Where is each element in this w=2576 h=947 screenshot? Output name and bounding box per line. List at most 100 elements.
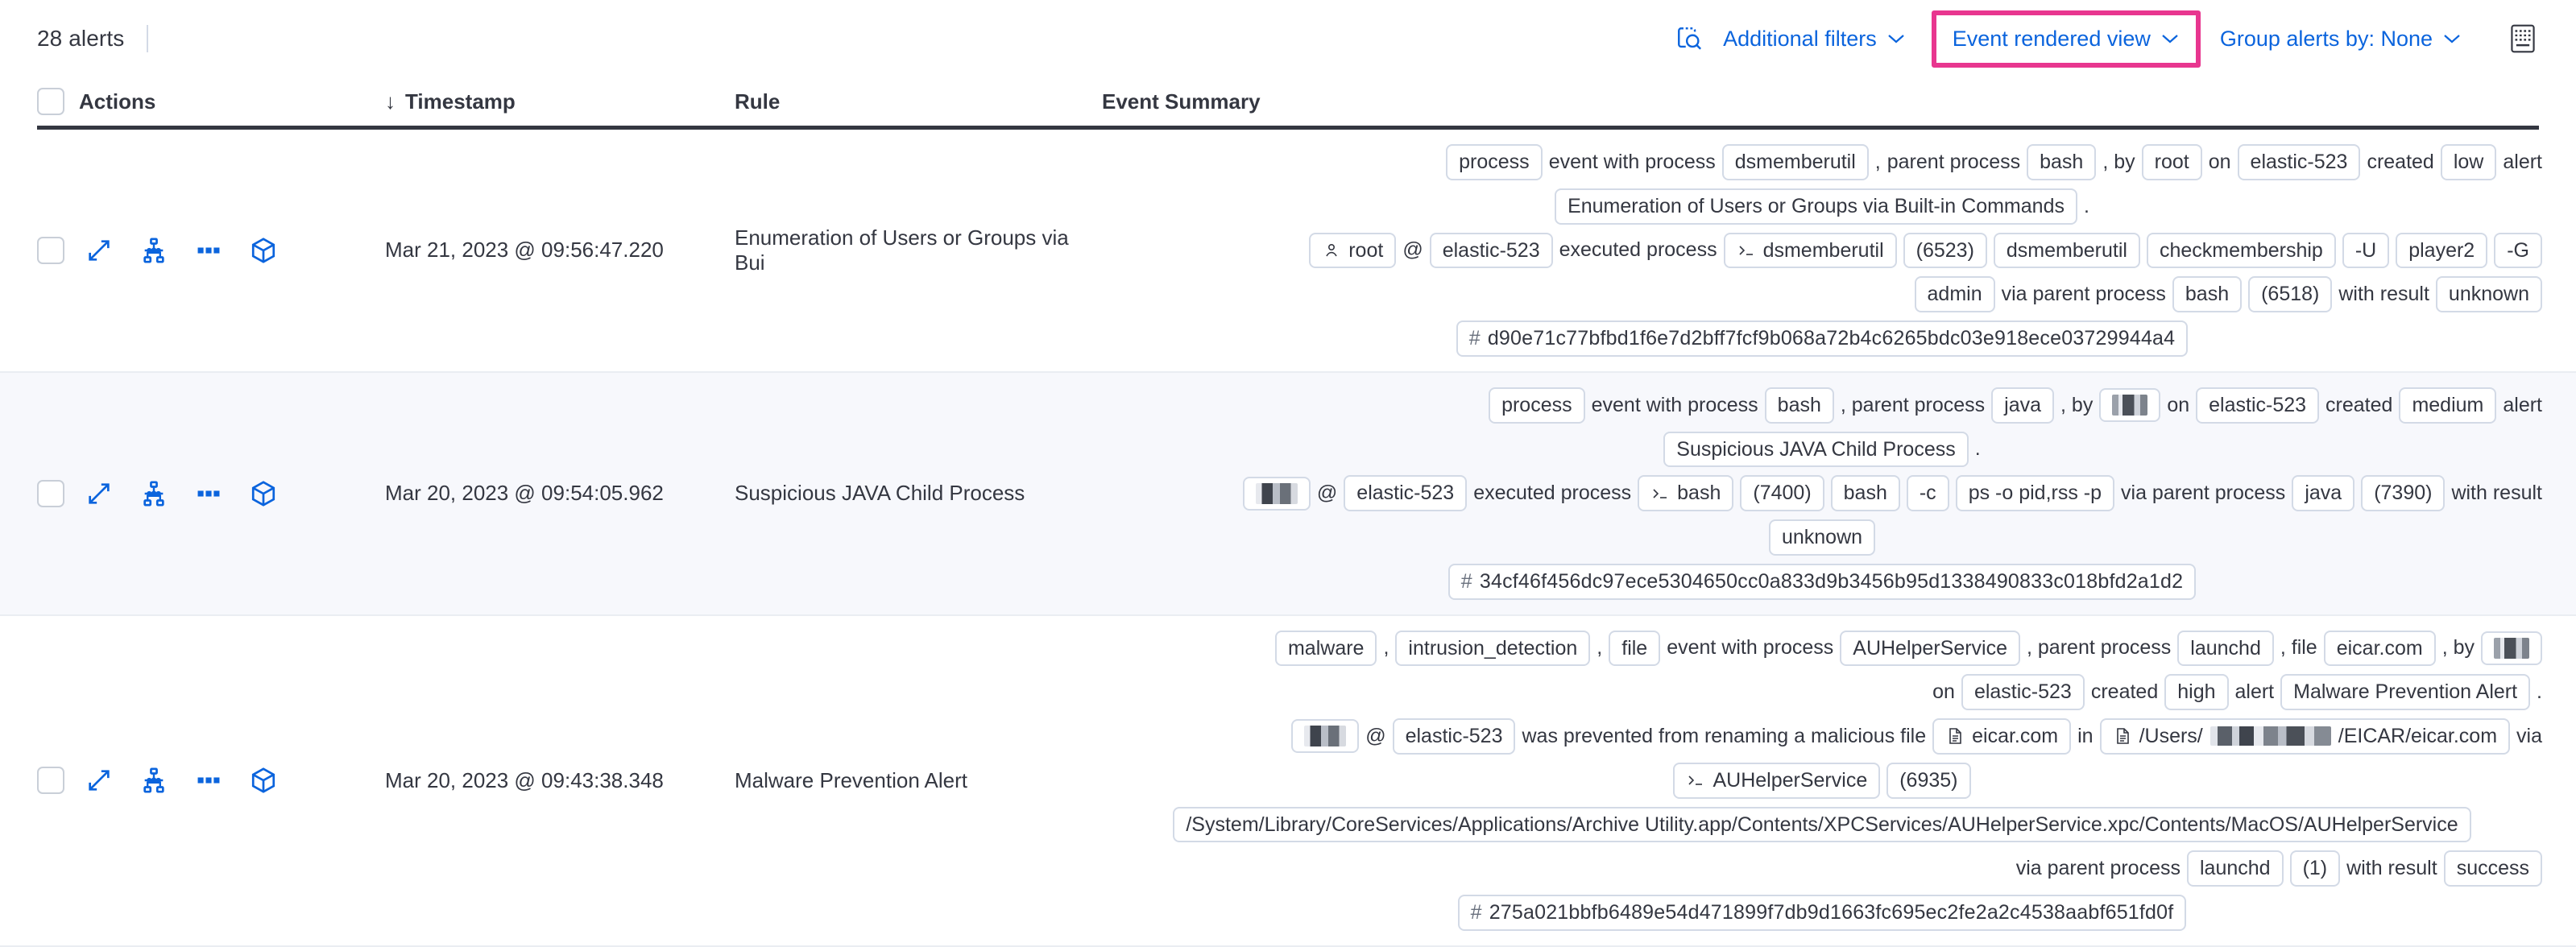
summary-value-chip[interactable]: -c: [1906, 475, 1949, 511]
summary-value-chip[interactable]: AUHelperService: [1840, 630, 2021, 667]
summary-value-chip[interactable]: (6518): [2248, 276, 2333, 312]
summary-value-chip[interactable]: low: [2440, 144, 2497, 180]
summary-value-chip[interactable]: (7400): [1740, 475, 1824, 511]
summary-value-chip[interactable]: AUHelperService: [1673, 762, 1881, 799]
expand-icon[interactable]: [85, 480, 113, 507]
column-header-timestamp[interactable]: ↓ Timestamp: [385, 89, 735, 114]
summary-value-chip[interactable]: eicar.com: [1932, 718, 2072, 755]
chip-label: elastic-523: [1405, 725, 1503, 747]
summary-value-chip[interactable]: ps -o pid,rss -p: [1955, 475, 2115, 511]
summary-value-chip[interactable]: bash: [2172, 276, 2243, 312]
summary-value-chip[interactable]: malware: [1274, 630, 1377, 667]
summary-value-chip[interactable]: bash: [1764, 387, 1834, 424]
column-header-rule[interactable]: Rule: [735, 89, 1102, 114]
session-view-icon[interactable]: [250, 237, 277, 264]
summary-value-chip[interactable]: checkmembership: [2146, 232, 2336, 269]
summary-value-chip[interactable]: unknown: [1768, 519, 1876, 556]
summary-value-chip[interactable]: java: [1991, 387, 2055, 424]
chip-label: java: [2305, 482, 2342, 505]
more-actions-icon[interactable]: [195, 767, 222, 794]
chip-label: elastic-523: [2250, 151, 2348, 173]
summary-value-chip[interactable]: -G: [2494, 232, 2542, 269]
summary-value-chip[interactable]: process: [1446, 144, 1543, 180]
row-rule-name[interactable]: Suspicious JAVA Child Process: [735, 481, 1025, 506]
summary-value-chip[interactable]: file: [1609, 630, 1661, 667]
summary-value-chip[interactable]: (1): [2289, 850, 2341, 887]
summary-value-chip[interactable]: launchd: [2187, 850, 2284, 887]
chip-label: (1): [2302, 857, 2328, 880]
summary-value-chip[interactable]: Enumeration of Users or Groups via Built…: [1555, 188, 2077, 225]
summary-value-chip[interactable]: dsmemberutil: [1993, 232, 2140, 269]
more-actions-icon[interactable]: [195, 237, 222, 264]
summary-redacted-chip[interactable]: [1291, 719, 1360, 754]
summary-value-chip[interactable]: Suspicious JAVA Child Process: [1663, 431, 1969, 468]
summary-text: , by: [2102, 150, 2135, 173]
summary-value-chip[interactable]: success: [2443, 850, 2542, 887]
chip-label: (6518): [2261, 283, 2320, 306]
row-select-checkbox[interactable]: [37, 236, 64, 264]
group-alerts-by-button[interactable]: Group alerts by: None: [2209, 19, 2473, 60]
summary-value-chip[interactable]: unknown: [2435, 276, 2542, 312]
summary-value-chip[interactable]: elastic-523: [1344, 475, 1468, 511]
summary-redacted-chip[interactable]: [1242, 476, 1311, 511]
event-rendered-view-highlight: Event rendered view: [1931, 10, 2201, 68]
session-view-icon[interactable]: [250, 767, 277, 794]
summary-value-chip[interactable]: process: [1489, 387, 1585, 424]
summary-value-chip[interactable]: intrusion_detection: [1395, 630, 1591, 667]
summary-text: event with process: [1667, 636, 1834, 660]
analyzer-icon[interactable]: [140, 480, 168, 507]
event-summary-line: unknown: [1102, 519, 2542, 556]
keyboard-icon[interactable]: [2500, 16, 2545, 61]
summary-value-chip[interactable]: root: [1309, 232, 1397, 269]
analyzer-icon[interactable]: [140, 237, 168, 264]
expand-icon[interactable]: [85, 237, 113, 264]
summary-hash-chip[interactable]: #275a021bbfb6489e54d471899f7db9d1663fc69…: [1457, 895, 2187, 931]
summary-hash-chip[interactable]: #34cf46f456dc97ece5304650cc0a833d9b3456b…: [1447, 563, 2197, 600]
row-select-checkbox[interactable]: [37, 767, 64, 795]
summary-value-chip[interactable]: elastic-523: [2237, 144, 2361, 180]
additional-filters-button[interactable]: Additional filters: [1712, 19, 1917, 60]
summary-value-chip[interactable]: medium: [2399, 387, 2497, 424]
row-select-checkbox[interactable]: [37, 479, 64, 507]
summary-value-chip[interactable]: (7390): [2361, 475, 2446, 511]
row-rule-name[interactable]: Enumeration of Users or Groups via Bui: [735, 225, 1069, 275]
summary-value-chip[interactable]: /System/Library/CoreServices/Application…: [1173, 806, 2471, 843]
expand-icon[interactable]: [85, 767, 113, 794]
summary-hash-chip[interactable]: #d90e71c77bfbd1f6e7d2bff7fcf9b068a72b4c6…: [1456, 320, 2189, 357]
summary-value-chip[interactable]: admin: [1914, 276, 1995, 312]
row-rule-name[interactable]: Malware Prevention Alert: [735, 767, 968, 792]
analyzer-icon[interactable]: [140, 767, 168, 794]
summary-value-chip[interactable]: bash: [1830, 475, 1900, 511]
event-summary-line: AUHelperService(6935): [1102, 762, 2542, 799]
summary-value-chip[interactable]: high: [2164, 674, 2229, 710]
summary-value-chip[interactable]: elastic-523: [1429, 232, 1553, 269]
session-view-icon[interactable]: [250, 480, 277, 507]
summary-value-chip[interactable]: java: [2292, 475, 2355, 511]
summary-value-chip[interactable]: dsmemberutil: [1723, 232, 1897, 269]
summary-redacted-chip[interactable]: [2099, 388, 2161, 423]
select-all-checkbox[interactable]: [37, 88, 64, 115]
summary-value-chip[interactable]: bash: [1638, 475, 1734, 511]
summary-value-chip[interactable]: dsmemberutil: [1721, 144, 1869, 180]
summary-value-chip[interactable]: eicar.com: [2323, 630, 2436, 667]
summary-value-chip[interactable]: elastic-523: [2196, 387, 2320, 424]
summary-value-chip[interactable]: bash: [2027, 144, 2097, 180]
summary-value-chip[interactable]: Malware Prevention Alert: [2280, 674, 2531, 710]
event-rendered-view-button[interactable]: Event rendered view: [1949, 27, 2183, 52]
summary-value-chip[interactable]: elastic-523: [1392, 718, 1516, 755]
summary-value-chip[interactable]: root: [2141, 144, 2202, 180]
more-actions-icon[interactable]: [195, 480, 222, 507]
summary-value-chip[interactable]: (6523): [1903, 232, 1987, 269]
inspect-icon[interactable]: [1667, 16, 1712, 61]
summary-redacted-chip[interactable]: [2481, 631, 2542, 665]
summary-value-chip[interactable]: elastic-523: [1961, 674, 2085, 710]
summary-value-chip[interactable]: launchd: [2177, 630, 2274, 667]
summary-path-chip[interactable]: /Users//EICAR/eicar.com: [2099, 718, 2511, 755]
summary-value-chip[interactable]: -U: [2342, 232, 2390, 269]
summary-value-chip[interactable]: player2: [2396, 232, 2488, 269]
summary-value-chip[interactable]: (6935): [1886, 762, 1971, 799]
chip-label: unknown: [2448, 283, 2529, 306]
